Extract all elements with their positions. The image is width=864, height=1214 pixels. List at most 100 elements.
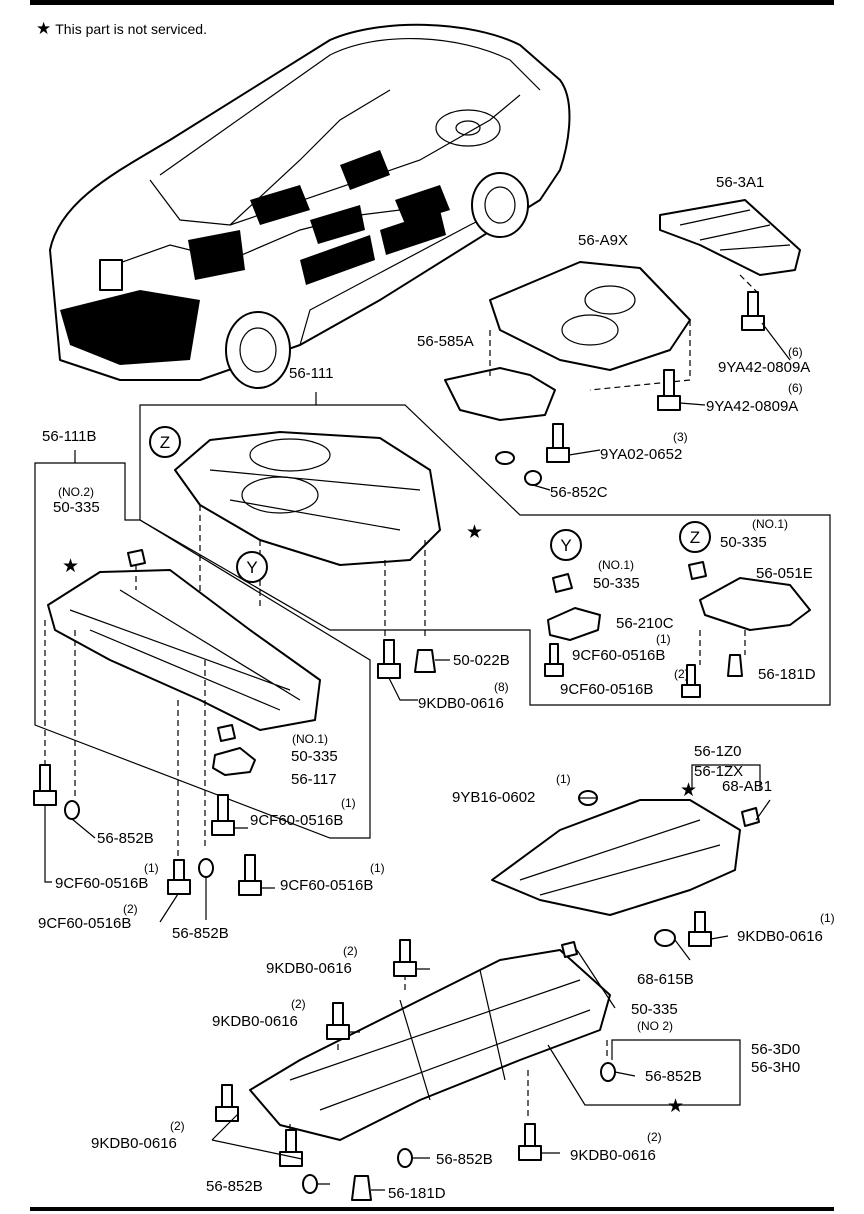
clip-56-852b-c (600, 1062, 616, 1082)
reference-z-circle-1: Z (149, 426, 181, 458)
label-9yb16-0602: 9YB16-0602 (452, 789, 535, 806)
label-9kdb0-0616-c: 9KDB0-0616 (266, 960, 352, 977)
panel-56-585a (444, 367, 556, 421)
label-56-852b-c: 56-852B (645, 1068, 702, 1085)
label-56-1zx: 56-1ZX (694, 763, 743, 780)
qty: (2) (647, 1130, 662, 1144)
qty: (2) (291, 997, 306, 1011)
label-9cf60-0516b-b: 9CF60-0516B (560, 681, 653, 698)
label-56-852b-e: 56-852B (206, 1178, 263, 1195)
bolt-9cf60-a (544, 643, 564, 677)
reference-y-circle-1: Y (236, 551, 268, 583)
label-50-335-a: 50-335 (53, 499, 100, 516)
star-icon: ★ (62, 556, 79, 577)
label-68-615b: 68-615B (637, 971, 694, 988)
label-50-022b: 50-022B (453, 652, 510, 669)
label-56-111b: 56-111B (42, 428, 97, 445)
panel-56-a9x (489, 261, 691, 371)
label-9cf60-0516b-f: 9CF60-0516B (280, 877, 373, 894)
qty: (1) (144, 861, 159, 875)
label-56-051e: 56-051E (756, 565, 813, 582)
label-9kdb0-0616-d: 9KDB0-0616 (212, 1013, 298, 1030)
panel-56-111b (47, 569, 321, 731)
label-56-852b-a: 56-852B (97, 830, 154, 847)
label-9kdb0-0616-e: 9KDB0-0616 (91, 1135, 177, 1152)
bolt-9cf60-d (211, 794, 235, 836)
nut-50-335-no2-b (561, 941, 578, 958)
grommet-68-615b (654, 929, 676, 947)
label-50-335-e: 50-335 (631, 1001, 678, 1018)
star-icon: ★ (36, 19, 52, 38)
panel-56-1z0 (491, 799, 741, 916)
nut-50-335-no2 (127, 549, 146, 567)
label-56-210c: 56-210C (616, 615, 674, 632)
clip-56-852b-a (64, 800, 80, 820)
svg-text:Y: Y (560, 536, 571, 555)
clip-56-852b-e (302, 1174, 318, 1194)
nut-50-335-z (688, 561, 707, 580)
clip-50-022b (414, 649, 436, 673)
clip-56-181d-a (727, 654, 743, 677)
note-text: This part is not serviced. (55, 21, 207, 37)
qty: (2) (343, 944, 358, 958)
label-56-852c: 56-852C (550, 484, 608, 501)
label-56-852b-d: 56-852B (436, 1151, 493, 1168)
label-9cf60-0516b-c: 9CF60-0516B (250, 812, 343, 829)
bracket-56-210c (547, 607, 601, 641)
label-9cf60-0516b-a: 9CF60-0516B (572, 647, 665, 664)
qty: (2) (674, 667, 689, 681)
nut-50-335-no1 (552, 573, 573, 593)
qty: (6) (788, 381, 803, 395)
nut-50-335-no1-b (217, 724, 236, 742)
label-56-3d0: 56-3D0 (751, 1041, 800, 1058)
bolt-9cf60-b (681, 664, 701, 698)
top-border (30, 0, 834, 5)
qty: (1) (556, 772, 571, 786)
part-labels: 56-3A1 56-A9X 56-585A 56-111 56-111B (6)… (38, 174, 835, 1202)
label-56-3h0: 56-3H0 (751, 1059, 800, 1076)
bottom-border (30, 1207, 834, 1211)
bolt-9cf60-e (167, 859, 191, 895)
svg-text:Z: Z (690, 528, 700, 547)
nut-68-ab1 (741, 807, 760, 827)
star-icon: ★ (680, 780, 697, 801)
bolt-9ya02 (546, 423, 570, 463)
label-9kdb0-0616-f: 9KDB0-0616 (570, 1147, 656, 1164)
svg-text:Z: Z (160, 433, 170, 452)
reference-y-circle-2: Y (550, 529, 582, 561)
label-9ya02-0652: 9YA02-0652 (600, 446, 682, 463)
label-9kdb0-0616-a: 9KDB0-0616 (418, 695, 504, 712)
frame-56-111b (34, 462, 371, 839)
label-56-a9x: 56-A9X (578, 232, 628, 249)
label-9ya42-0809a-b: 9YA42-0809A (706, 398, 798, 415)
qty: (1) (370, 861, 385, 875)
label-50-335-b: 50-335 (720, 534, 767, 551)
panel-56-111 (174, 431, 441, 566)
label-56-3a1: 56-3A1 (716, 174, 764, 191)
bolt-9ya42-a (741, 291, 765, 331)
qty: (8) (494, 680, 509, 694)
qty: (6) (788, 345, 803, 359)
car-illustration (49, 23, 571, 389)
label-50-335-c: 50-335 (593, 575, 640, 592)
star-icon: ★ (466, 522, 483, 543)
svg-text:Y: Y (246, 558, 257, 577)
clip-56-852b-d (397, 1148, 413, 1168)
label-56-117: 56-117 (291, 771, 337, 788)
label-9ya42-0809a-a: 9YA42-0809A (718, 359, 810, 376)
bolt-9kdb0-f (518, 1123, 542, 1161)
qty: (1) (341, 796, 356, 810)
clip-56-181d-b (351, 1175, 372, 1201)
qty: (NO.1) (292, 732, 328, 746)
star-icon: ★ (667, 1096, 684, 1117)
bolt-9cf60-f (238, 854, 262, 896)
label-50-335-d: 50-335 (291, 748, 338, 765)
label-56-585a: 56-585A (417, 333, 474, 350)
reference-z-circle-2: Z (679, 521, 711, 553)
qty: (NO.1) (598, 558, 634, 572)
qty: (1) (820, 911, 835, 925)
qty: (NO.2) (58, 485, 94, 499)
label-9cf60-0516b-d: 9CF60-0516B (55, 875, 148, 892)
qty: (2) (123, 902, 138, 916)
